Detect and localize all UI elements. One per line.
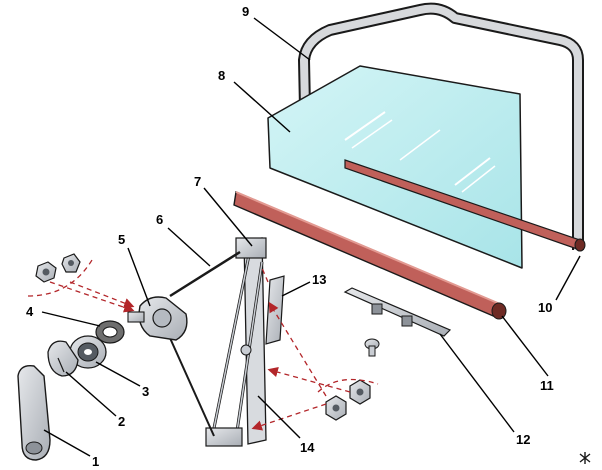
beltline-seal xyxy=(233,191,507,320)
assembly-arrows xyxy=(27,259,379,431)
bracket-bolt xyxy=(364,338,380,357)
glass-inner-seal xyxy=(344,159,586,252)
label-9: 9 xyxy=(242,4,249,19)
label-4: 4 xyxy=(26,304,34,319)
label-3: 3 xyxy=(142,384,149,399)
leader-lines xyxy=(41,17,581,457)
washer xyxy=(95,320,125,344)
label-5: 5 xyxy=(118,232,125,247)
label-6: 6 xyxy=(156,212,163,227)
label-10: 10 xyxy=(538,300,552,315)
glass-bracket xyxy=(343,287,452,337)
part-labels: 1 2 3 4 5 6 7 8 9 10 11 12 13 14 xyxy=(26,4,554,469)
nut-pair-right xyxy=(325,379,371,421)
window-frame-seal xyxy=(298,2,584,250)
label-11: 11 xyxy=(540,378,554,393)
window-glass xyxy=(267,65,523,269)
label-7: 7 xyxy=(194,174,201,189)
label-8: 8 xyxy=(218,68,225,83)
nut-pair-left xyxy=(35,253,81,283)
handle-spacer xyxy=(47,340,79,377)
bushing xyxy=(69,335,107,369)
window-regulator xyxy=(205,237,285,447)
label-12: 12 xyxy=(516,432,530,447)
label-1: 1 xyxy=(92,454,99,469)
logo-mark xyxy=(579,452,591,464)
regulator-cable xyxy=(169,250,241,437)
label-13: 13 xyxy=(312,272,326,287)
label-2: 2 xyxy=(118,414,125,429)
window-crank-handle xyxy=(17,365,51,461)
label-14: 14 xyxy=(300,440,315,455)
regulator-drive xyxy=(127,296,188,341)
